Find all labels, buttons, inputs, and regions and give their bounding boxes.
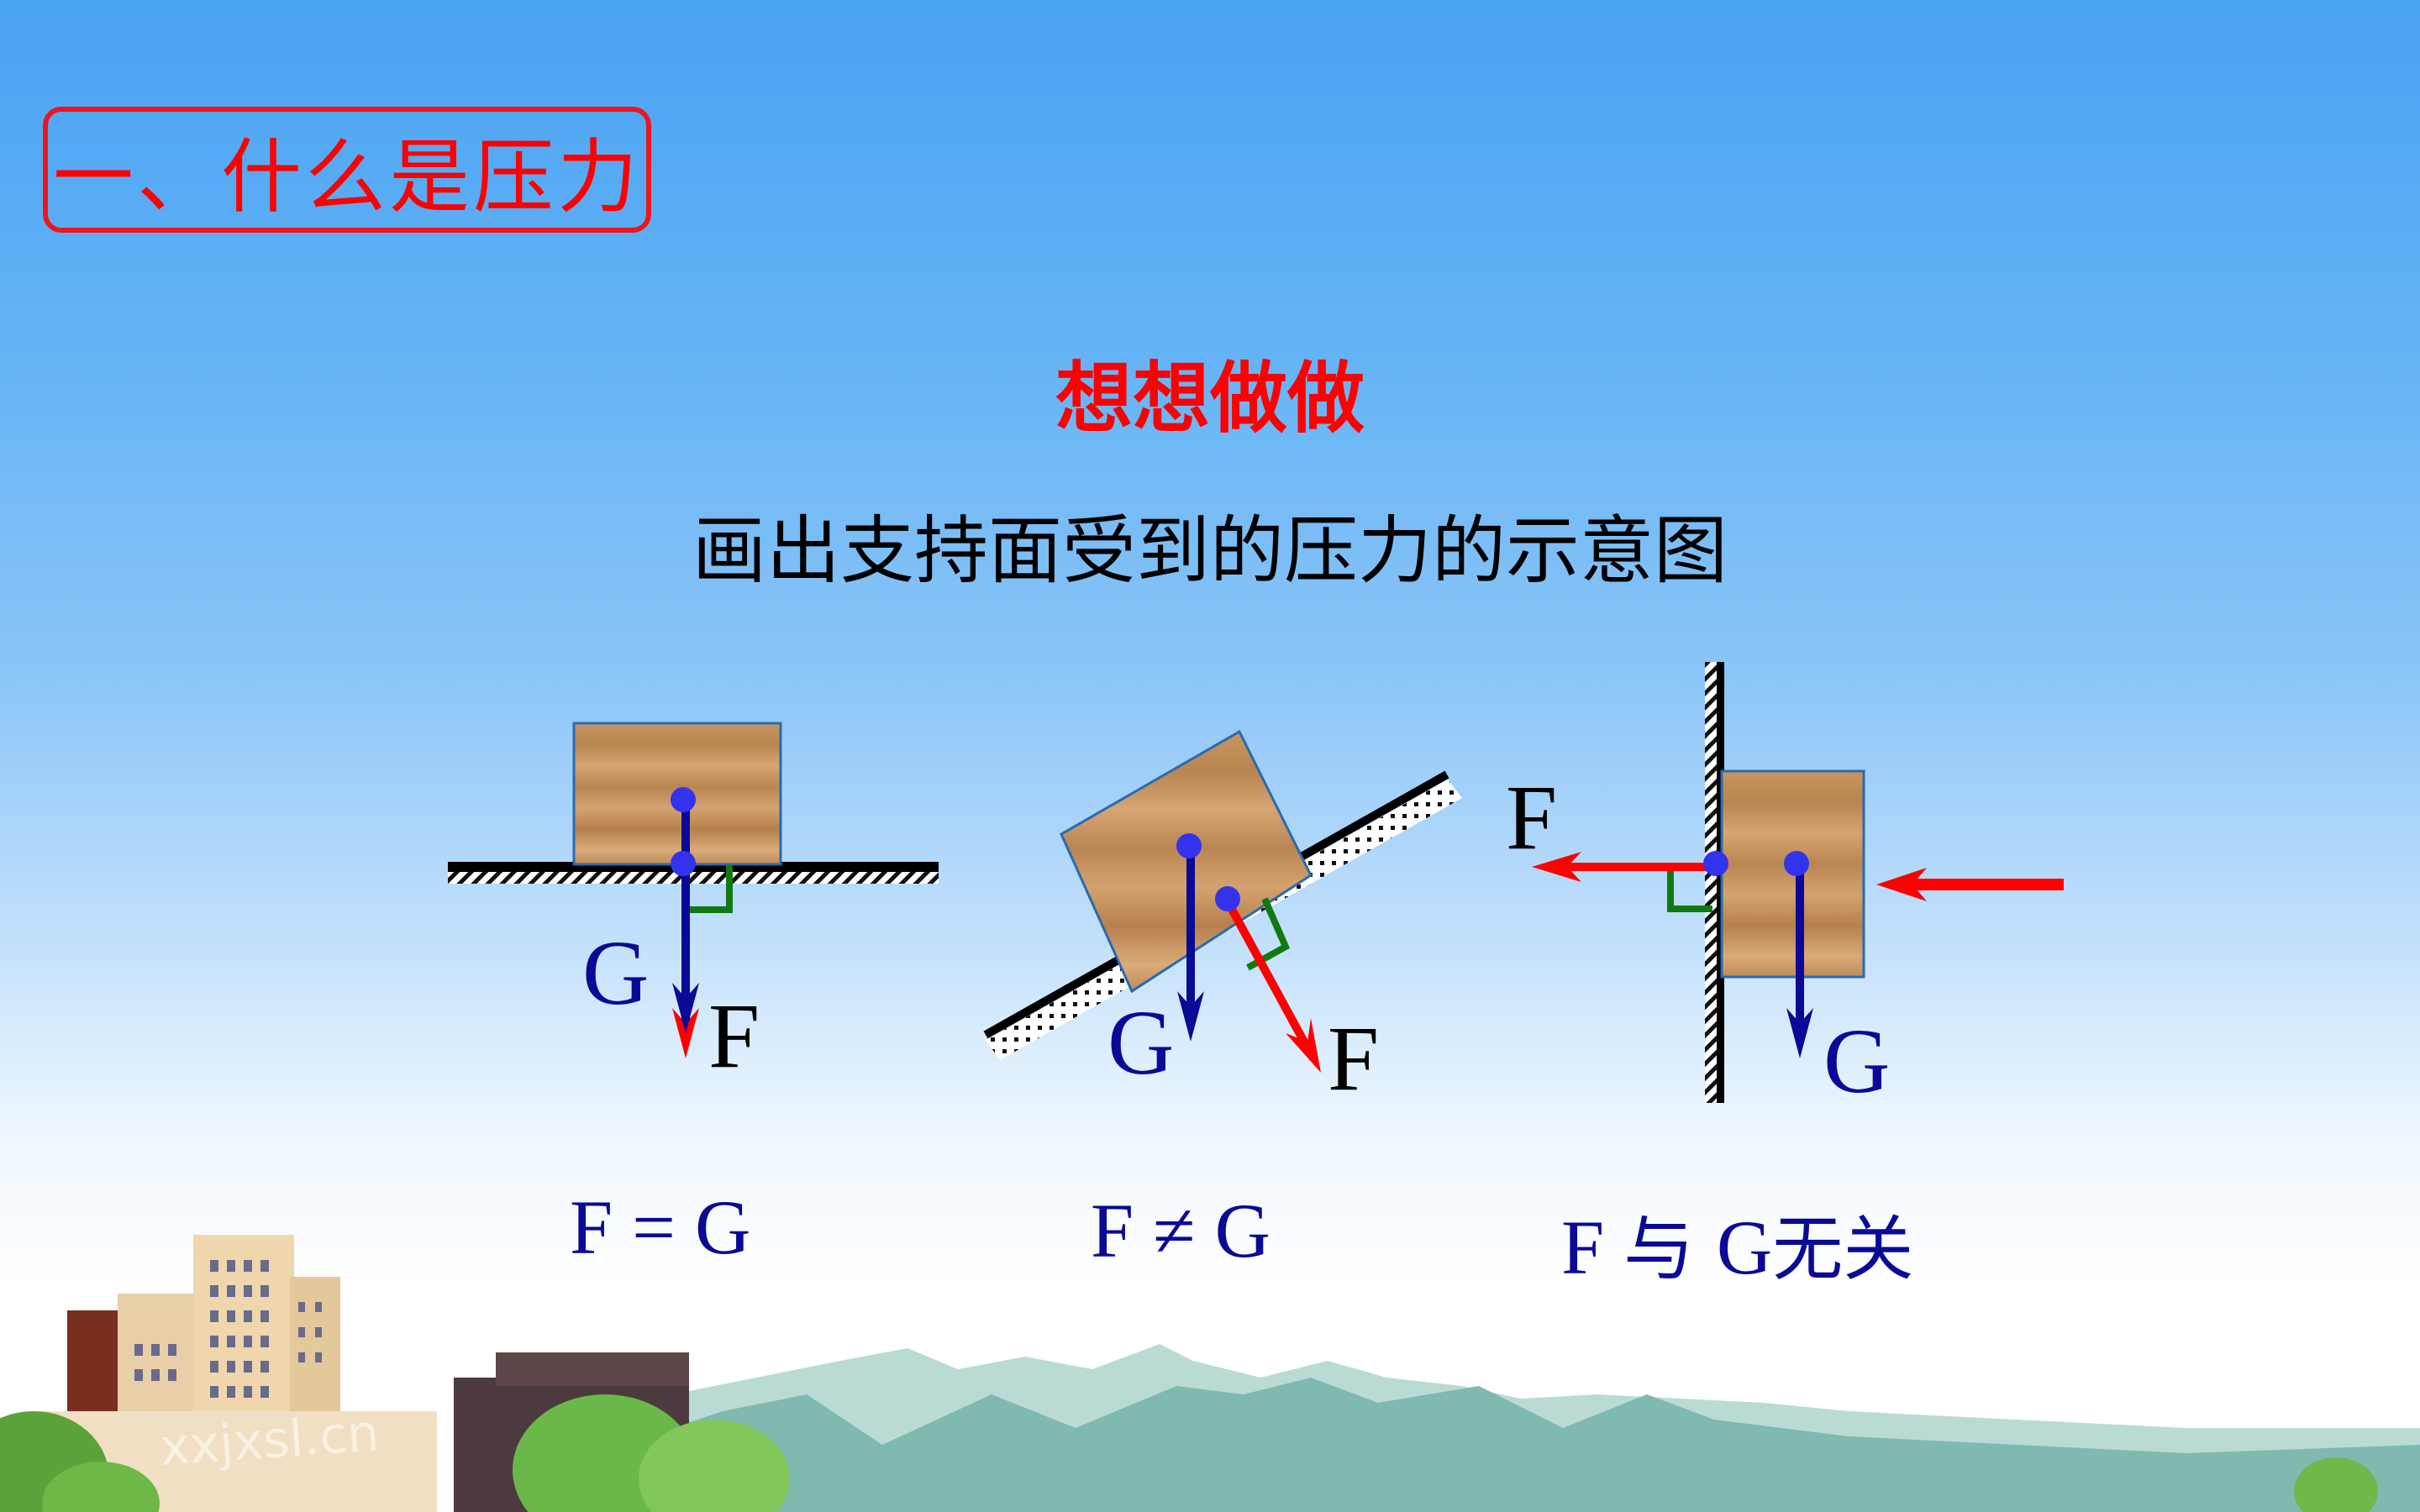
pressure-label: F xyxy=(1506,766,1557,869)
pressure-label: F xyxy=(1328,1007,1379,1110)
caption-wall: F 与 G无关 xyxy=(1561,1193,1913,1294)
weight-label: G xyxy=(1823,1010,1890,1112)
pressure-arrow xyxy=(1224,900,1315,1057)
right-angle-mark xyxy=(1667,867,1712,912)
center-of-gravity-point xyxy=(1784,851,1809,876)
building-windows xyxy=(134,1260,322,1398)
pressure-label: F xyxy=(708,984,760,1087)
contact-point xyxy=(1703,851,1728,876)
caption-wall-g: G xyxy=(1716,1205,1773,1290)
diagram-horizontal: G F xyxy=(448,722,939,1087)
center-of-gravity-point xyxy=(1176,833,1202,858)
caption-wall-and: 与 xyxy=(1623,1208,1717,1290)
right-angle-mark xyxy=(687,865,733,913)
activity-heading: 想想做做 xyxy=(1055,354,1365,444)
contact-point xyxy=(671,851,696,876)
wood-block xyxy=(1060,729,1313,994)
wall-hatch xyxy=(1705,662,1717,1103)
caption-wall-f: F xyxy=(1561,1205,1624,1290)
landscape-decoration xyxy=(0,1235,2420,1512)
caption-incline: F ≠ G xyxy=(1091,1188,1271,1273)
weight-label: G xyxy=(582,921,649,1024)
caption-horizontal: F = G xyxy=(570,1184,751,1270)
diagram-wall: F G xyxy=(1506,662,2064,1112)
contact-point xyxy=(1215,886,1240,911)
section-title: 一、什么是压力 xyxy=(53,129,641,224)
tree xyxy=(2294,1457,2378,1512)
weight-label: G xyxy=(1107,991,1174,1094)
ground-hatch xyxy=(448,872,939,884)
section-title-box: 一、什么是压力 xyxy=(43,107,651,233)
diagram-incline: G F xyxy=(983,729,1462,1110)
center-of-gravity-point xyxy=(671,787,696,812)
near-mountains xyxy=(672,1378,2420,1512)
caption-wall-unrelated: 无关 xyxy=(1772,1208,1914,1290)
instruction-text: 画出支持面受到的压力的示意图 xyxy=(692,507,1728,594)
